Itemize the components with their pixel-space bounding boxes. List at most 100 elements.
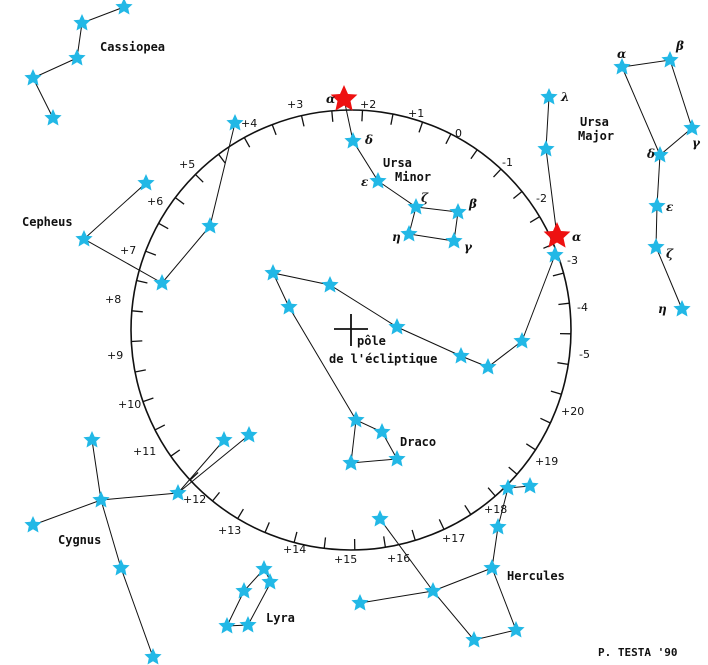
circle-label: +5	[179, 158, 195, 171]
star-icon	[537, 140, 555, 157]
circle-tick	[323, 537, 327, 549]
hercules-label: Hercules	[507, 569, 565, 583]
star-icon	[321, 276, 339, 293]
circle-tick	[131, 340, 143, 343]
circle-tick-labels: +3+2+10-1-2-3-4-5+20+19+18+17+16+15+14+1…	[105, 98, 590, 566]
circle-tick	[493, 168, 502, 178]
uma-delta: δ	[646, 147, 655, 161]
star-icon	[483, 559, 501, 576]
center-label-line2: de l'écliptique	[329, 352, 437, 366]
circle-label: -1	[502, 156, 513, 169]
star-icon	[546, 246, 564, 263]
circle-tick	[142, 397, 154, 403]
star-icon	[73, 14, 91, 31]
circle-tick	[383, 536, 387, 548]
star-icon	[388, 450, 406, 467]
circle-tick	[361, 110, 364, 122]
circle-tick	[243, 137, 251, 148]
circle-label: +8	[105, 293, 121, 306]
circle-tick	[552, 272, 564, 277]
umi-delta: δ	[364, 133, 373, 147]
circle-label: +13	[218, 524, 241, 537]
hercules-lines-3	[359, 590, 434, 604]
star-icon	[373, 423, 391, 440]
star-icon	[452, 347, 470, 364]
circle-label: 0	[455, 127, 462, 140]
circle-tick	[540, 417, 551, 424]
star-icon	[449, 203, 467, 220]
umi-eta: η	[392, 230, 401, 244]
circle-tick	[174, 197, 185, 205]
star-icon	[24, 516, 42, 533]
star-icon	[83, 431, 101, 448]
uma-zeta: ζ	[666, 247, 674, 261]
star-icon	[347, 411, 365, 428]
cygnus-lines-2	[32, 439, 225, 526]
circle-tick	[170, 449, 181, 457]
circle-label: +14	[283, 543, 306, 556]
cepheus-lines-2	[161, 122, 236, 284]
circle-tick	[557, 362, 569, 366]
star-icon	[351, 594, 369, 611]
ursa-major-label-2: Major	[578, 129, 614, 143]
circle-label: +12	[183, 493, 206, 506]
hercules-lines	[432, 485, 531, 641]
hercules-lines-2	[379, 518, 434, 592]
circle-tick	[487, 487, 496, 497]
circle-label: +4	[241, 117, 257, 130]
cepheus-label: Cepheus	[22, 215, 73, 229]
ursa-minor-label-2: Minor	[395, 170, 431, 184]
ursa-major-lines-3	[655, 154, 683, 310]
circle-tick	[218, 153, 226, 164]
circle-tick	[134, 369, 146, 373]
cygnus-lines-3	[177, 434, 250, 494]
ecliptic-circle	[130, 109, 572, 551]
uma-alpha-main: α	[572, 230, 581, 244]
star-icon	[369, 172, 387, 189]
star-icon	[280, 298, 298, 315]
star-icon	[144, 648, 162, 665]
umi-zeta: ζ	[421, 191, 429, 205]
center-label-line1: pôle	[357, 334, 386, 348]
star-icon	[371, 510, 389, 527]
circle-label: +17	[442, 532, 465, 545]
umi-epsilon: ε	[361, 175, 369, 189]
circle-tick	[411, 529, 416, 541]
circle-label: +15	[334, 553, 357, 566]
circle-tick	[331, 110, 334, 122]
circle-tick	[293, 531, 298, 543]
circle-tick	[525, 443, 536, 451]
star-icon	[507, 621, 525, 638]
circle-tick	[464, 504, 472, 515]
umi-beta: β	[468, 197, 477, 211]
circle-tick	[194, 173, 204, 183]
circle-label: +20	[561, 405, 584, 418]
uma-lambda: λ	[560, 90, 569, 104]
circle-tick	[271, 124, 277, 136]
circle-tick	[550, 390, 562, 395]
draco-label: Draco	[400, 435, 436, 449]
umi-gamma: γ	[464, 240, 473, 254]
circle-tick	[131, 310, 143, 313]
circle-label: +3	[287, 98, 303, 111]
star-icon	[661, 51, 679, 68]
circle-tick	[158, 222, 169, 230]
star-icon	[75, 230, 93, 247]
circle-tick	[264, 522, 270, 533]
star-icon	[342, 454, 360, 471]
uma-alpha: α	[617, 47, 626, 61]
uma-gamma: γ	[692, 136, 701, 150]
circle-tick	[136, 279, 148, 284]
star-icon	[400, 225, 418, 242]
circle-tick	[418, 121, 424, 133]
circle-tick	[438, 519, 445, 530]
star-icon	[115, 0, 133, 15]
circle-label: -3	[567, 254, 578, 267]
circle-tick	[558, 302, 570, 306]
circle-label: +2	[360, 98, 376, 111]
circle-tick	[237, 508, 244, 519]
cygnus-lines	[91, 439, 154, 658]
circle-label: +9	[107, 349, 123, 362]
ursa-major-label-1: Ursa	[580, 115, 609, 129]
